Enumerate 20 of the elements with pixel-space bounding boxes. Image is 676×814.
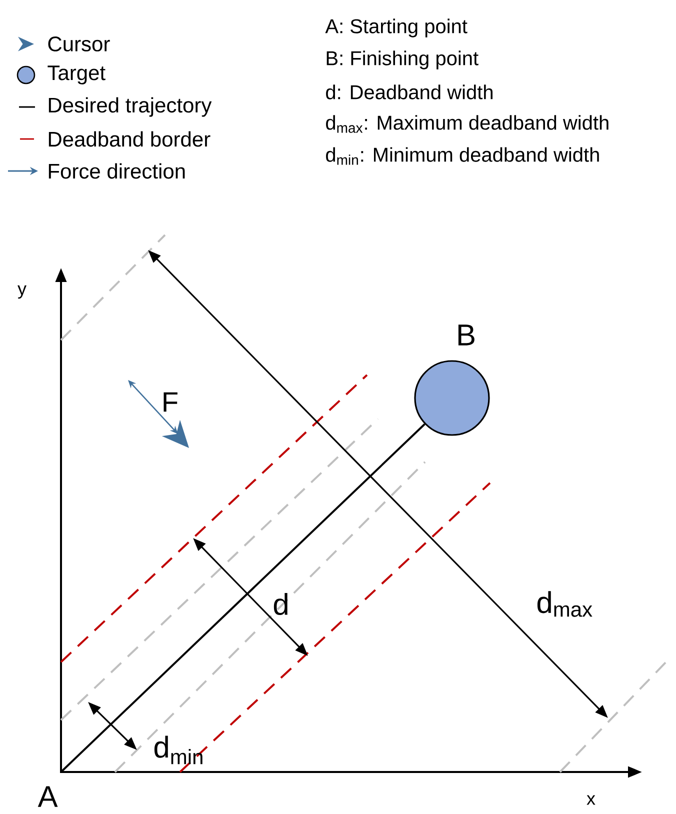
dimension-label: d$_{min}$ bbox=[154, 736, 202, 764]
definition-text: d$_{min}$: Minimum deadband width bbox=[326, 147, 599, 165]
point-label: A bbox=[38, 786, 58, 807]
legend-label: Desired trajectory bbox=[48, 97, 212, 117]
definition-text: B: Finishing point bbox=[326, 50, 478, 70]
point-label: B bbox=[458, 324, 474, 346]
legend-label: Target bbox=[48, 66, 106, 84]
trajectory-line bbox=[60, 423, 426, 773]
dimension-label: d bbox=[274, 592, 288, 616]
legend-label: Deadband border bbox=[48, 131, 210, 147]
axis-label: x bbox=[586, 795, 596, 805]
definition-text: d: Deadband width bbox=[326, 84, 492, 100]
definition-text: A: Starting point bbox=[325, 18, 468, 38]
legend-label: Force direction bbox=[48, 163, 185, 179]
target-circle bbox=[414, 360, 490, 436]
definition-text: d$_{max}$: Maximum deadband width bbox=[326, 115, 608, 133]
axis-label: y bbox=[18, 285, 26, 299]
legend-label: Cursor bbox=[48, 36, 110, 52]
force-label: F bbox=[164, 392, 178, 412]
dimension-label: d$_{max}$ bbox=[537, 591, 592, 617]
